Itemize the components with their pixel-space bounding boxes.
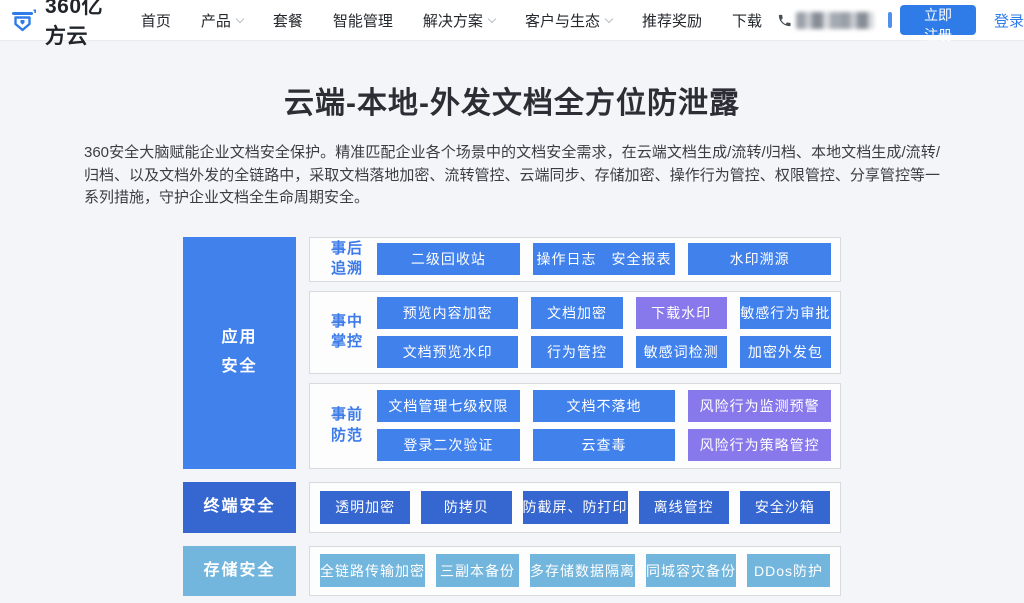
- group-rows: 预览内容加密文档加密下载水印敏感行为审批文档预览水印行为管控敏感词检测加密外发包: [373, 292, 840, 373]
- feature-box: 操作日志 安全报表: [532, 243, 676, 275]
- feature-box: 同城容灾备份: [646, 554, 736, 587]
- group-label-pre-prevention: 事前 防范: [330, 406, 363, 444]
- decorative-mark: [887, 12, 893, 28]
- feature-box: 风险行为监测预警: [688, 390, 832, 422]
- header-right: 立即注册 登录: [777, 5, 1024, 43]
- hero-section: 云端-本地-外发文档全方位防泄露 360安全大脑赋能企业文档安全保护。精准匹配企…: [0, 41, 1024, 596]
- feature-box: 三副本备份: [436, 554, 519, 587]
- feature-row: 文档管理七级权限文档不落地风险行为监测预警: [377, 390, 832, 422]
- nav-item-3[interactable]: 智能管理: [318, 10, 408, 31]
- feature-box: 防截屏、防打印: [522, 490, 628, 524]
- storage-security-group: 全链路传输加密三副本备份多存储数据隔离同城容灾备份 DDos防护: [309, 545, 841, 596]
- feature-box: 加密外发包: [739, 335, 831, 368]
- phone-icon: [777, 13, 792, 28]
- feature-box: 风险行为策略管控: [688, 429, 832, 461]
- feature-row: 文档预览水印行为管控敏感词检测加密外发包: [377, 335, 831, 368]
- group-label-in-process-control: 事中 掌控: [330, 312, 363, 350]
- group-label-post-trace: 事后 追溯: [330, 239, 363, 277]
- feature-box: 二级回收站: [377, 243, 520, 275]
- feature-box: 文档不落地: [532, 390, 676, 422]
- nav-item-label: 首页: [140, 12, 171, 30]
- group-rows: 文档管理七级权限文档不落地风险行为监测预警登录二次验证云查毒风险行为策略管控: [373, 385, 840, 466]
- nav-item-label: 智能管理: [332, 12, 393, 30]
- logo-shield-icon: [11, 7, 38, 34]
- feature-row: 登录二次验证云查毒风险行为策略管控: [377, 429, 832, 461]
- side-label-terminal-security: 终端安全: [183, 481, 296, 533]
- page-description: 360安全大脑赋能企业文档安全保护。精准匹配企业各个场景中的文档安全需求，在云端…: [84, 144, 940, 206]
- feature-box: 行为管控: [531, 335, 623, 368]
- group-in-process-control: 事中 掌控 预览内容加密文档加密下载水印敏感行为审批文档预览水印行为管控敏感词检…: [309, 290, 841, 374]
- feature-box: 全链路传输加密: [320, 554, 425, 587]
- nav-item-6[interactable]: 推荐奖励: [627, 10, 717, 31]
- feature-box: 水印溯源: [688, 243, 832, 275]
- side-label-storage-security: 存储安全: [183, 545, 296, 596]
- nav-item-label: 套餐: [272, 12, 303, 30]
- register-button[interactable]: 立即注册: [900, 5, 976, 43]
- chevron-down-icon: [604, 14, 614, 23]
- top-navigation-bar: 360亿方云 首页 产品 套餐 智能管理 解决方案 客户与生态 推荐奖励 下载 立即注册 登录: [0, 0, 1024, 48]
- group-pre-prevention: 事前 防范 文档管理七级权限文档不落地风险行为监测预警登录二次验证云查毒风险行为…: [309, 382, 841, 469]
- feature-box: DDos防护: [747, 554, 830, 587]
- feature-box: 敏感行为审批: [739, 296, 831, 329]
- nav-item-2[interactable]: 套餐: [258, 10, 318, 31]
- feature-box: 透明加密: [320, 490, 411, 524]
- feature-box: 预览内容加密: [377, 296, 519, 329]
- nav-item-label: 解决方案: [422, 12, 483, 30]
- group-post-trace: 事后 追溯 二级回收站操作日志 安全报表水印溯源: [309, 236, 841, 282]
- feature-box: 云查毒: [532, 429, 676, 461]
- storage-security-row: 存储安全 全链路传输加密三副本备份多存储数据隔离同城容灾备份 DDos防护: [183, 545, 841, 596]
- chevron-down-icon: [235, 14, 245, 23]
- nav-item-5[interactable]: 客户与生态: [510, 10, 627, 31]
- chevron-down-icon: [487, 14, 497, 23]
- side-label-app-security: 应用 安全: [183, 236, 296, 469]
- group-rows: 二级回收站操作日志 安全报表水印溯源: [373, 238, 840, 280]
- nav-item-4[interactable]: 解决方案: [408, 10, 510, 31]
- logo[interactable]: 360亿方云: [11, 0, 110, 50]
- feature-box: 登录二次验证: [377, 429, 520, 461]
- terminal-security-row: 终端安全 透明加密防拷贝防截屏、防打印离线管控安全沙箱: [183, 481, 841, 533]
- nav-item-label: 产品: [200, 12, 231, 30]
- login-link[interactable]: 登录: [993, 12, 1024, 30]
- phone-number-blurred: [795, 11, 874, 29]
- feature-box: 多存储数据隔离: [530, 554, 635, 587]
- nav-item-label: 客户与生态: [524, 12, 600, 30]
- feature-box: 下载水印: [635, 296, 727, 329]
- app-security-row: 应用 安全 事后 追溯 二级回收站操作日志 安全报表水印溯源 事中 掌控 预览内…: [183, 236, 841, 469]
- feature-box: 文档管理七级权限: [377, 390, 520, 422]
- feature-row: 二级回收站操作日志 安全报表水印溯源: [377, 243, 832, 275]
- page-title: 云端-本地-外发文档全方位防泄露: [284, 87, 740, 120]
- main-nav: 首页 产品 套餐 智能管理 解决方案 客户与生态 推荐奖励 下载: [126, 10, 777, 31]
- feature-box: 文档加密: [531, 296, 623, 329]
- nav-item-0[interactable]: 首页: [126, 10, 186, 31]
- feature-row: 预览内容加密文档加密下载水印敏感行为审批: [377, 296, 831, 329]
- nav-item-label: 推荐奖励: [641, 12, 702, 30]
- feature-box: 安全沙箱: [739, 490, 830, 524]
- feature-box: 文档预览水印: [377, 335, 519, 368]
- logo-text: 360亿方云: [45, 0, 104, 48]
- app-security-groups: 事后 追溯 二级回收站操作日志 安全报表水印溯源 事中 掌控 预览内容加密文档加…: [309, 236, 841, 469]
- nav-item-1[interactable]: 产品: [186, 10, 258, 31]
- nav-item-label: 下载: [731, 12, 762, 30]
- feature-box: 防拷贝: [421, 490, 512, 524]
- feature-box: 离线管控: [638, 490, 729, 524]
- nav-item-7[interactable]: 下载: [717, 10, 777, 31]
- feature-box: 敏感词检测: [635, 335, 727, 368]
- terminal-security-group: 透明加密防拷贝防截屏、防打印离线管控安全沙箱: [309, 481, 841, 533]
- security-architecture-diagram: 应用 安全 事后 追溯 二级回收站操作日志 安全报表水印溯源 事中 掌控 预览内…: [183, 236, 841, 596]
